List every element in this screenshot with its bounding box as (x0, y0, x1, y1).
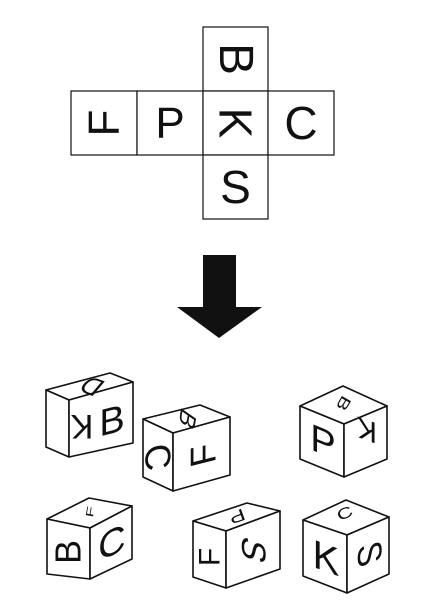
cube-5-front-letter: F (194, 548, 227, 566)
cube-4-front-letter: B (48, 540, 89, 564)
cube-1-side-letter: B (99, 397, 124, 446)
cube-6-front-letter: K (313, 531, 340, 585)
option-cube-1: D K B (45, 371, 134, 458)
cube-1-front-letter: K (70, 407, 93, 445)
option-cube-2: B C F (138, 403, 231, 492)
net-cell-left2: F (70, 90, 138, 156)
net-letter-left1: P (155, 99, 184, 148)
down-arrow-icon (177, 255, 262, 338)
option-cube-6: C K S (302, 499, 390, 594)
cube-4-top-letter: F (84, 506, 97, 519)
option-cube-3: B P K (299, 385, 388, 478)
net-cell-right: C (267, 90, 335, 156)
net-letter-bottom: S (220, 161, 251, 213)
net-letter-center: K (210, 108, 262, 139)
option-cube-4: F B C (46, 497, 133, 580)
cube-net: B F P K C S (70, 26, 335, 220)
cube-5-top-letter: P (226, 504, 247, 527)
net-letter-right: C (284, 97, 317, 149)
cube-3-side-letter: K (357, 409, 377, 450)
net-letter-left2: F (80, 110, 129, 137)
net-cell-bottom: S (202, 154, 269, 220)
net-cell-center: K (202, 90, 269, 156)
net-cell-left1: P (136, 90, 204, 156)
net-cell-top: B (202, 26, 269, 92)
cube-6-top-letter: C (334, 503, 356, 525)
cube-3-front-letter: P (310, 416, 335, 469)
net-letter-top: B (209, 43, 262, 75)
option-cube-5: P F S (192, 502, 281, 589)
